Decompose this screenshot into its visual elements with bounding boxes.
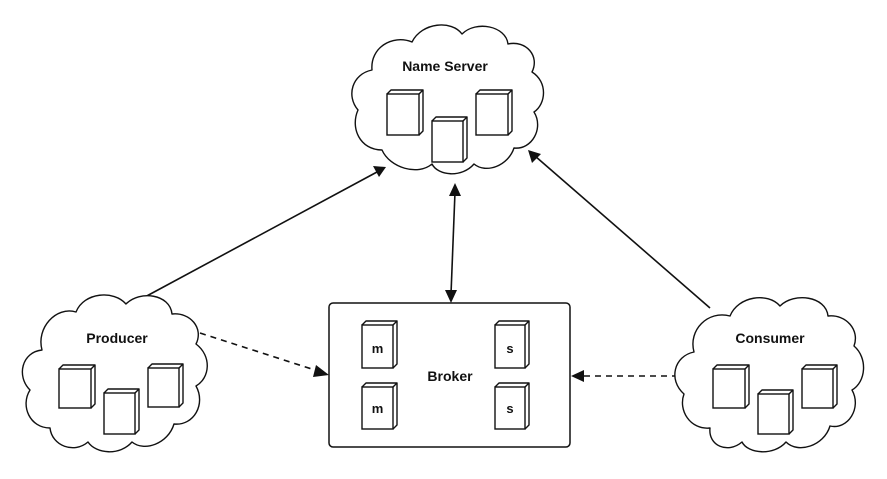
- cloud-shape: [21, 294, 208, 453]
- edge-producer-nameserver: [142, 166, 386, 299]
- server-box-icon: [147, 363, 184, 408]
- server-box-icon: [757, 389, 794, 435]
- edge-producer-broker: [199, 332, 329, 377]
- server-box-icon: [58, 364, 96, 409]
- server-box-icon: [475, 89, 513, 136]
- broker-master-unit: m: [361, 320, 398, 369]
- server-box-icon: [431, 116, 468, 163]
- edge-consumer-broker: [571, 370, 678, 382]
- broker-unit-label: s: [506, 401, 513, 416]
- name-server-label: Name Server: [402, 58, 488, 74]
- edge-broker-nameserver: [445, 183, 461, 303]
- broker-slave-unit: s: [494, 382, 530, 430]
- server-box-icon: [386, 89, 424, 136]
- broker-unit-label: m: [372, 401, 384, 416]
- producer-label: Producer: [86, 330, 148, 346]
- broker-slave-unit: s: [494, 320, 530, 369]
- producer-node: Producer: [21, 294, 208, 453]
- server-box-icon: [801, 364, 838, 409]
- broker-unit-label: m: [372, 341, 384, 356]
- cloud-shape: [674, 297, 865, 453]
- edges: [142, 150, 711, 382]
- server-box-icon: [712, 364, 750, 409]
- consumer-label: Consumer: [735, 330, 805, 346]
- consumer-node: Consumer: [674, 297, 865, 453]
- cloud-shape: [351, 24, 545, 175]
- server-box-icon: [103, 388, 140, 435]
- edge-consumer-nameserver: [528, 150, 711, 309]
- broker-label: Broker: [427, 368, 473, 384]
- broker-node: Broker m m s s: [328, 302, 571, 448]
- name-server-node: Name Server: [351, 24, 545, 175]
- broker-master-unit: m: [361, 382, 398, 430]
- broker-unit-label: s: [506, 341, 513, 356]
